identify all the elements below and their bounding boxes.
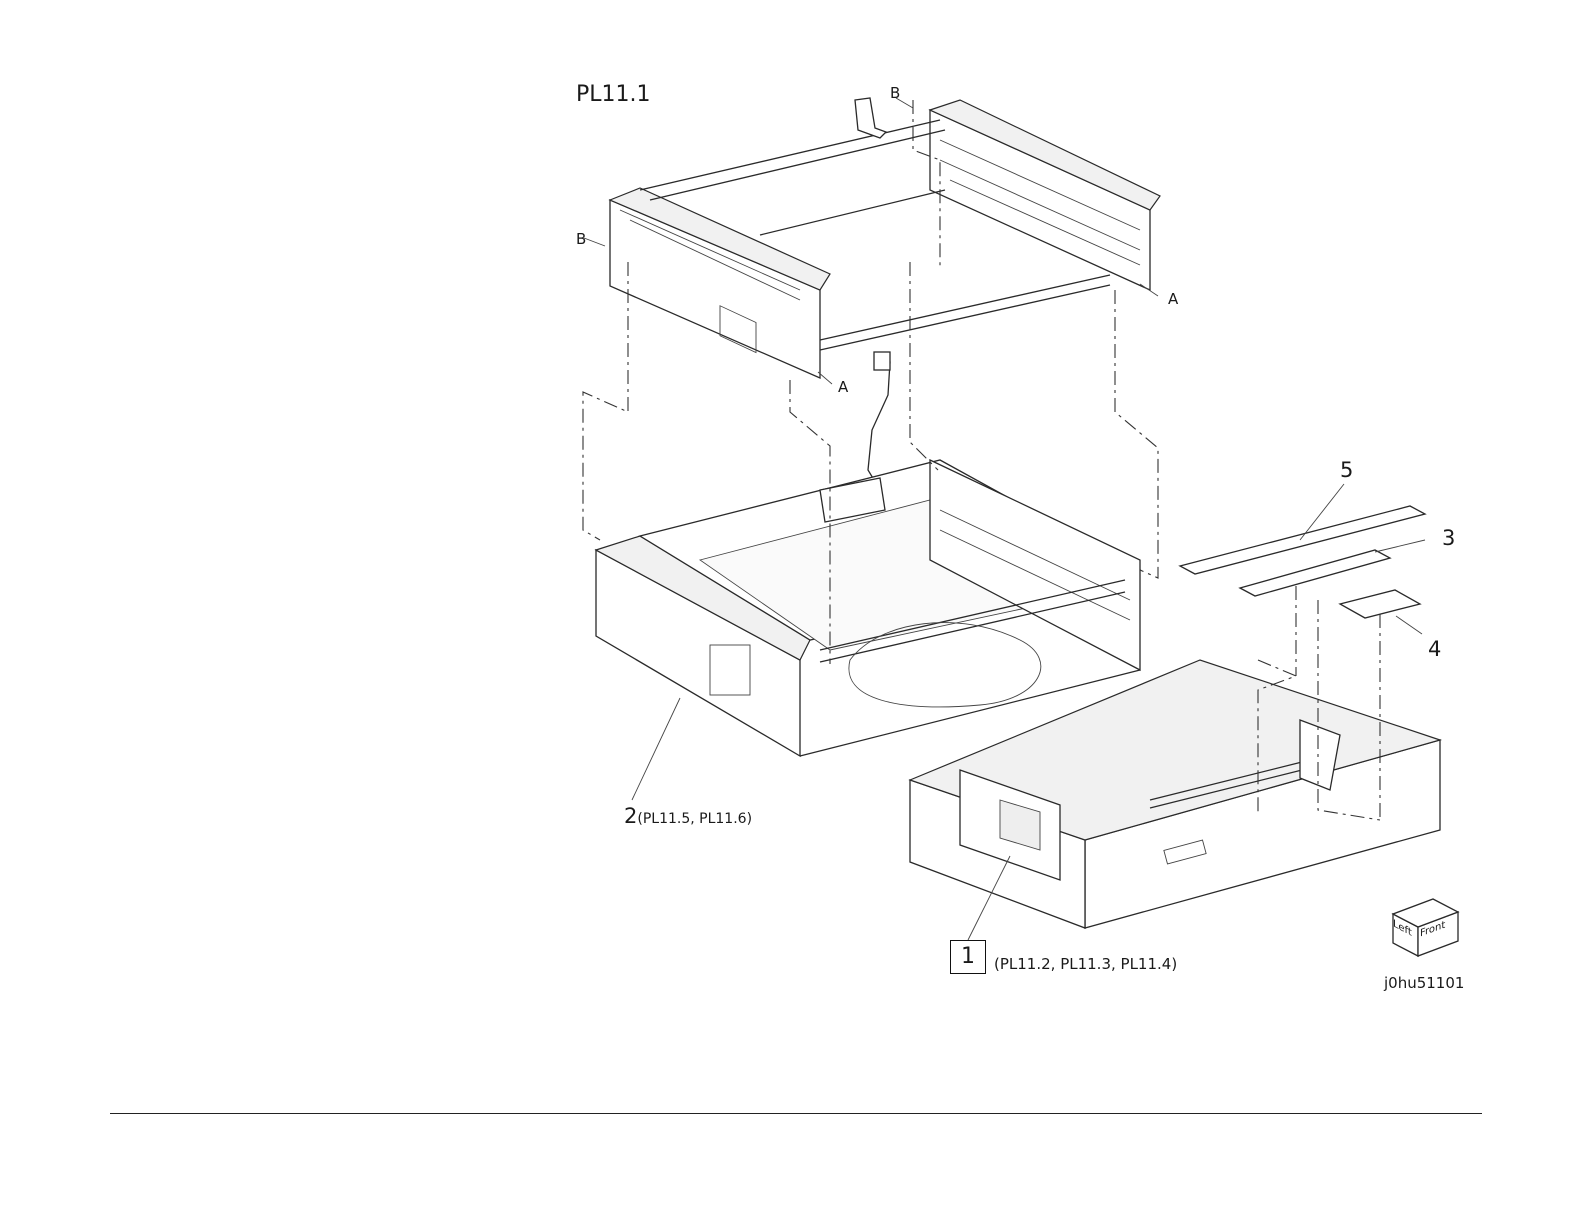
label-a-right: A bbox=[1168, 290, 1178, 308]
label-sheets bbox=[1180, 506, 1425, 618]
item-4-sheet bbox=[1340, 590, 1420, 618]
callout-item-1-refs: (PL11.2, PL11.3, PL11.4) bbox=[994, 955, 1177, 973]
item-5-sheet bbox=[1180, 506, 1425, 574]
callout-item-1: 1 bbox=[950, 940, 986, 974]
label-b-top: B bbox=[890, 84, 900, 102]
callout-item-2-refs: (PL11.5, PL11.6) bbox=[637, 811, 752, 827]
upper-frame-assembly bbox=[610, 98, 1160, 492]
label-a-left: A bbox=[838, 378, 848, 396]
paper-tray bbox=[910, 660, 1440, 928]
callout-item-3: 3 bbox=[1442, 526, 1455, 550]
callout-item-5: 5 bbox=[1340, 458, 1353, 482]
figure-id: j0hu51101 bbox=[1384, 974, 1464, 992]
callout-item-2-number: 2 bbox=[624, 804, 637, 828]
callout-item-2: 2(PL11.5, PL11.6) bbox=[624, 804, 752, 828]
callout-item-4: 4 bbox=[1428, 637, 1441, 661]
label-b-left: B bbox=[576, 230, 586, 248]
footer-rule bbox=[110, 1113, 1482, 1114]
feeder-assembly bbox=[596, 460, 1140, 756]
